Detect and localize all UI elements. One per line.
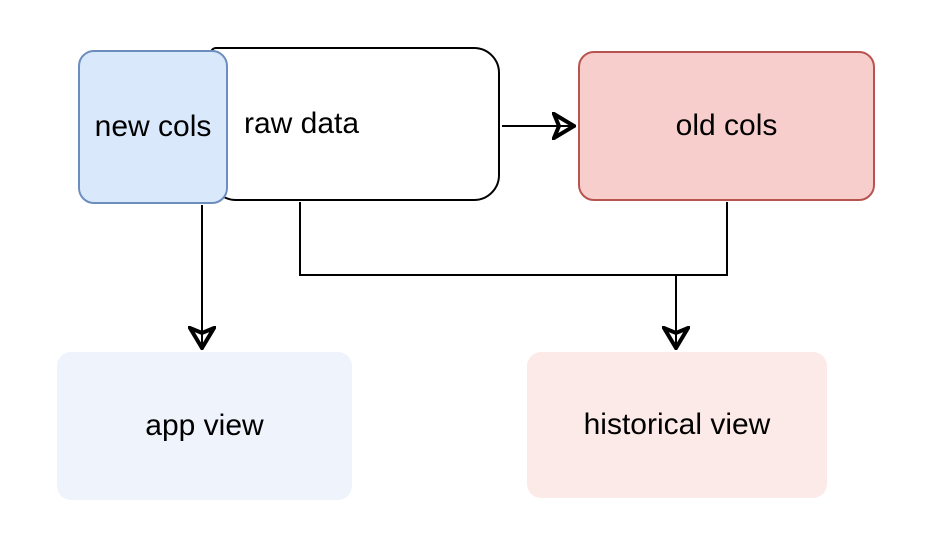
node-new-cols: new cols bbox=[78, 50, 228, 204]
node-label: old cols bbox=[675, 109, 778, 142]
node-raw-data: raw data bbox=[210, 47, 500, 201]
node-label: raw data bbox=[244, 107, 360, 140]
node-label: historical view bbox=[583, 408, 771, 441]
node-label: app view bbox=[145, 409, 264, 442]
node-app-view: app view bbox=[57, 352, 352, 500]
node-old-cols: old cols bbox=[578, 51, 875, 201]
edge-raw-data-old-cols-connector bbox=[299, 202, 728, 276]
node-historical-view: historical view bbox=[527, 352, 827, 498]
node-label: new cols bbox=[94, 110, 212, 143]
